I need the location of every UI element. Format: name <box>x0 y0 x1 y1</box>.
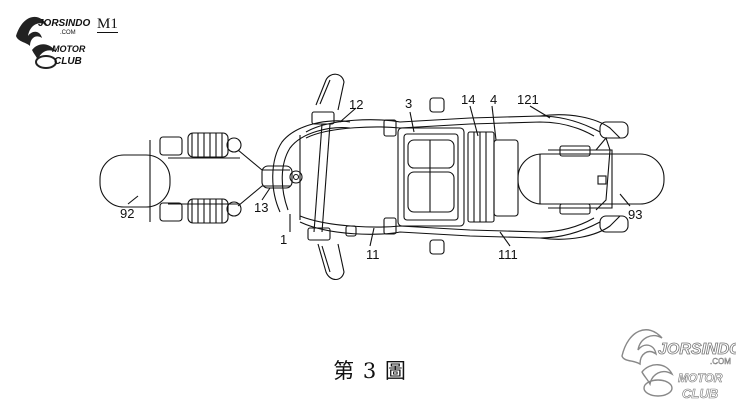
logo-bottom-name: JORSINDO <box>658 341 736 358</box>
numeral-13: 13 <box>254 200 268 215</box>
jorsindo-logo-bottom: JORSINDO .COM MOTOR CLUB <box>621 329 736 401</box>
logo-top-line2: CLUB <box>54 56 82 67</box>
numeral-3: 3 <box>405 96 412 111</box>
logo-bottom-line1: MOTOR <box>678 371 723 385</box>
reference-numerals: 12 3 14 4 121 92 13 1 11 111 93 <box>120 92 642 262</box>
numeral-121: 121 <box>517 92 539 107</box>
jorsindo-logo-top: JORSINDO .COM MOTOR CLUB <box>16 16 90 69</box>
numeral-93: 93 <box>628 207 642 222</box>
numeral-1: 1 <box>280 232 287 247</box>
steering-linkage <box>237 149 303 207</box>
front-fork-lower <box>159 198 242 224</box>
numeral-11: 11 <box>366 247 380 262</box>
battery-box <box>397 127 465 227</box>
figure-caption: 第 3 圖 <box>333 359 407 383</box>
numeral-4: 4 <box>490 92 497 107</box>
rear-swing-arm <box>539 114 629 240</box>
drive-unit <box>467 131 519 223</box>
logo-top-domain: .COM <box>60 30 76 36</box>
numeral-14: 14 <box>461 92 475 107</box>
sheet-label: M1 <box>97 16 118 33</box>
numeral-111: 111 <box>498 247 518 262</box>
logo-bottom-line2: CLUB <box>682 386 718 401</box>
rear-wheel <box>517 145 665 215</box>
numeral-92: 92 <box>120 206 134 221</box>
logo-top-name: JORSINDO <box>38 18 90 29</box>
leader-lines <box>127 105 631 247</box>
frame-head <box>272 120 351 213</box>
handlebar <box>307 73 345 281</box>
frame-rails <box>299 97 601 255</box>
front-fork-upper <box>159 132 242 158</box>
logo-bottom-domain: .COM <box>710 357 731 366</box>
numeral-12: 12 <box>349 97 363 112</box>
logo-top-line1: MOTOR <box>52 44 86 54</box>
